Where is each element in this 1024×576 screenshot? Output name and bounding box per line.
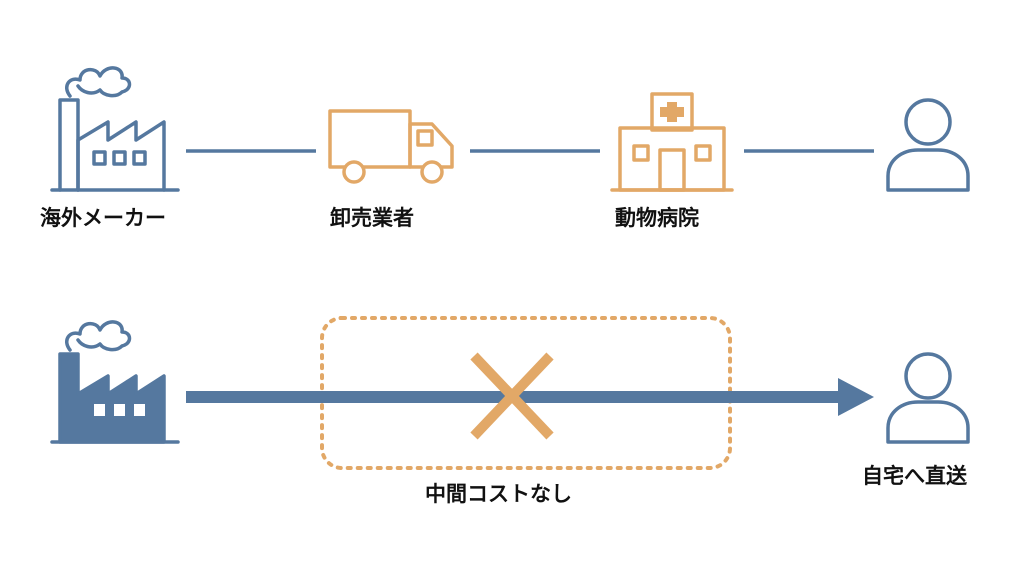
label-direct-to-home: 自宅へ直送 bbox=[862, 464, 967, 488]
person-icon bbox=[886, 352, 970, 444]
label-wholesaler: 卸売業者 bbox=[330, 206, 414, 230]
label-no-middle-cost: 中間コストなし bbox=[425, 482, 572, 506]
factory-filled-icon bbox=[50, 320, 180, 444]
hospital-icon bbox=[610, 92, 734, 192]
truck-icon bbox=[328, 109, 454, 184]
person-icon bbox=[886, 98, 970, 192]
cross-icon bbox=[470, 352, 554, 440]
label-animal-hospital: 動物病院 bbox=[615, 206, 699, 230]
label-overseas-maker: 海外メーカー bbox=[40, 206, 166, 230]
factory-icon bbox=[50, 66, 180, 192]
